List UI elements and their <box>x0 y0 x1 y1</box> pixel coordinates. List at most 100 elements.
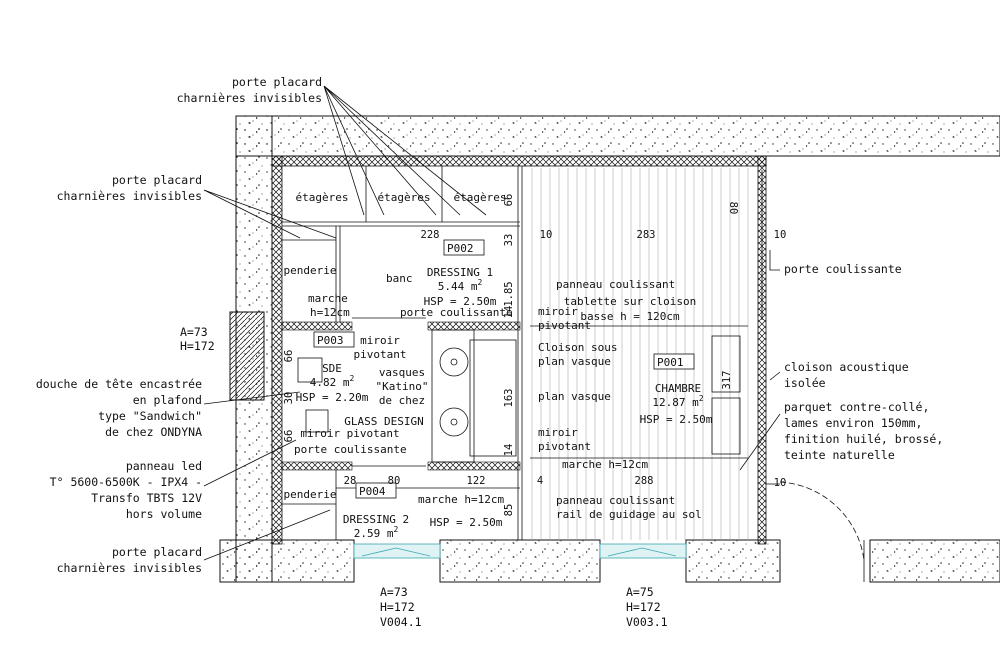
label-douche-line-2: en plafond <box>133 393 202 407</box>
room-area-p001: 12.87 m2 <box>652 394 703 409</box>
dim-14-b: 14 <box>503 444 515 457</box>
label-panneau-led-line-1: panneau led <box>126 459 202 473</box>
label-parquet-line-2: lames environ 150mm, <box>784 416 922 430</box>
dim-66-c: 66 <box>283 430 295 443</box>
label-vasques-line-3: de chez <box>379 394 425 407</box>
concrete-walls <box>219 115 1000 583</box>
label-window-v004-line-1: A=73 <box>380 585 408 599</box>
label-porte-placard-mid-line-1: porte placard <box>112 173 202 187</box>
label-marche-h12-2: marche h=12cm <box>418 493 504 506</box>
room-tag-p001: P001 <box>657 356 684 369</box>
windows <box>353 543 687 559</box>
dim-10-a: 10 <box>540 229 553 241</box>
label-cloison-sous-line-1: Cloison sous <box>538 341 617 354</box>
dim-185: 1.85 <box>503 281 515 306</box>
room-name-p002: DRESSING 1 <box>427 266 493 279</box>
dim-288: 288 <box>635 475 654 487</box>
room-tag-p002: P002 <box>447 242 474 255</box>
label-etageres-3: étagères <box>454 191 507 204</box>
label-panneau-led-line-2: T° 5600-6500K - IPX4 - <box>50 475 202 489</box>
dim-122: 122 <box>467 475 486 487</box>
label-panneau-led-line-4: hors volume <box>126 507 202 521</box>
label-porte-placard-bottom-line-1: porte placard <box>112 545 202 559</box>
room-tag-box-p003 <box>313 331 355 348</box>
label-pivotant-1: pivotant <box>354 348 407 361</box>
label-marche-h12-3: marche h=12cm <box>562 458 648 471</box>
label-miroir-pivotant-2: miroir pivotant <box>300 427 399 440</box>
label-cloison-acoustique-line-1: cloison acoustique <box>784 360 909 374</box>
dim-283: 283 <box>637 229 656 241</box>
label-cloison-sous-line-2: plan vasque <box>538 355 611 368</box>
dim-66-a: 66 <box>503 194 515 207</box>
room-name-p001: CHAMBRE <box>655 382 701 395</box>
label-banc: banc <box>386 272 413 285</box>
room-name-p003: SDE <box>322 362 342 375</box>
label-porte-placard-bottom-line-2: charnières invisibles <box>57 561 202 575</box>
label-window-v003-line-1: A=75 <box>626 585 654 599</box>
dim-66-b: 66 <box>283 350 295 363</box>
dim-30: 30 <box>283 392 295 405</box>
label-porte-coulissante-right-line-1: porte coulissante <box>784 262 902 276</box>
label-miroir-1: miroir <box>360 334 400 347</box>
label-penderie-1: penderie <box>284 264 337 277</box>
label-glass-design: GLASS DESIGN <box>344 415 423 428</box>
label-window-v004-line-2: H=172 <box>380 600 415 614</box>
label-pivotant-4: pivotant <box>538 440 591 453</box>
label-window-left-line-1: A=73 <box>180 325 208 339</box>
label-plan-vasque: plan vasque <box>538 390 611 403</box>
dim-163: 163 <box>503 389 515 408</box>
label-window-v004-line-3: V004.1 <box>380 615 422 629</box>
label-douche-line-4: de chez ONDYNA <box>105 425 202 439</box>
label-parquet-line-1: parquet contre-collé, <box>784 400 929 414</box>
annotations: porte placard charnières invisibles porte … <box>36 75 943 629</box>
label-parquet-line-3: finition huilé, brossé, <box>784 432 943 446</box>
room-name-p004: DRESSING 2 <box>343 513 409 526</box>
label-marche-1: marche <box>308 292 348 305</box>
dim-10-c: 10 <box>774 477 787 489</box>
dim-14-a: 14 <box>503 306 515 319</box>
room-hsp-p002: HSP = 2.50m <box>424 295 497 308</box>
label-porte-placard-top-line-1: porte placard <box>232 75 322 89</box>
label-miroir-3: miroir <box>538 305 578 318</box>
room-area-p002: 5.44 m2 <box>438 278 483 293</box>
dim-317: 317 <box>721 371 733 390</box>
label-etageres-1: étagères <box>296 191 349 204</box>
label-porte-placard-mid-line-2: charnières invisibles <box>57 189 202 203</box>
room-hsp-p003: HSP = 2.20m <box>296 391 369 404</box>
label-cloison-acoustique-line-2: isolée <box>784 376 826 390</box>
label-window-v003-line-3: V003.1 <box>626 615 668 629</box>
label-window-v003-line-2: H=172 <box>626 600 661 614</box>
room-area-p004: 2.59 m2 <box>354 525 399 540</box>
label-etageres-2: étagères <box>378 191 431 204</box>
dim-28: 28 <box>344 475 357 487</box>
label-rail: rail de guidage au sol <box>556 508 702 521</box>
dim-228: 228 <box>421 229 440 241</box>
leader-lines <box>203 85 781 561</box>
label-panneau-coulissant-2: panneau coulissant <box>556 494 675 507</box>
label-pivotant-3: pivotant <box>538 319 591 332</box>
label-marche-1-h: h=12cm <box>310 306 350 319</box>
dim-85: 85 <box>503 504 515 517</box>
label-panneau-coulissant-1: panneau coulissant <box>556 278 675 291</box>
label-vasques-line-2: "Katino" <box>376 380 429 393</box>
dim-33: 33 <box>503 234 515 247</box>
label-miroir-4: miroir <box>538 426 578 439</box>
room-area-p003: 4.82 m2 <box>310 374 355 389</box>
label-douche-line-3: type "Sandwich" <box>98 409 202 423</box>
label-parquet-line-4: teinte naturelle <box>784 448 895 462</box>
dim-80-b: 80 <box>388 475 401 487</box>
dim-10-b: 10 <box>774 229 787 241</box>
label-penderie-2: penderie <box>284 488 337 501</box>
label-douche-line-1: douche de tête encastrée <box>36 377 202 391</box>
room-tag-box-p001 <box>653 353 695 370</box>
label-tablette-line-1: tablette sur cloison <box>564 295 696 308</box>
room-hsp-p004: HSP = 2.50m <box>430 516 503 529</box>
label-tablette-line-2: basse h = 120cm <box>580 310 680 323</box>
parquet-boards <box>531 168 749 540</box>
room-tag-p003: P003 <box>317 334 344 347</box>
label-panneau-led-line-3: Transfo TBTS 12V <box>91 491 202 505</box>
label-vasques-line-1: vasques <box>379 366 425 379</box>
label-porte-coulissante-2: porte coulissante <box>294 443 407 456</box>
room-tag-p004: P004 <box>359 485 386 498</box>
